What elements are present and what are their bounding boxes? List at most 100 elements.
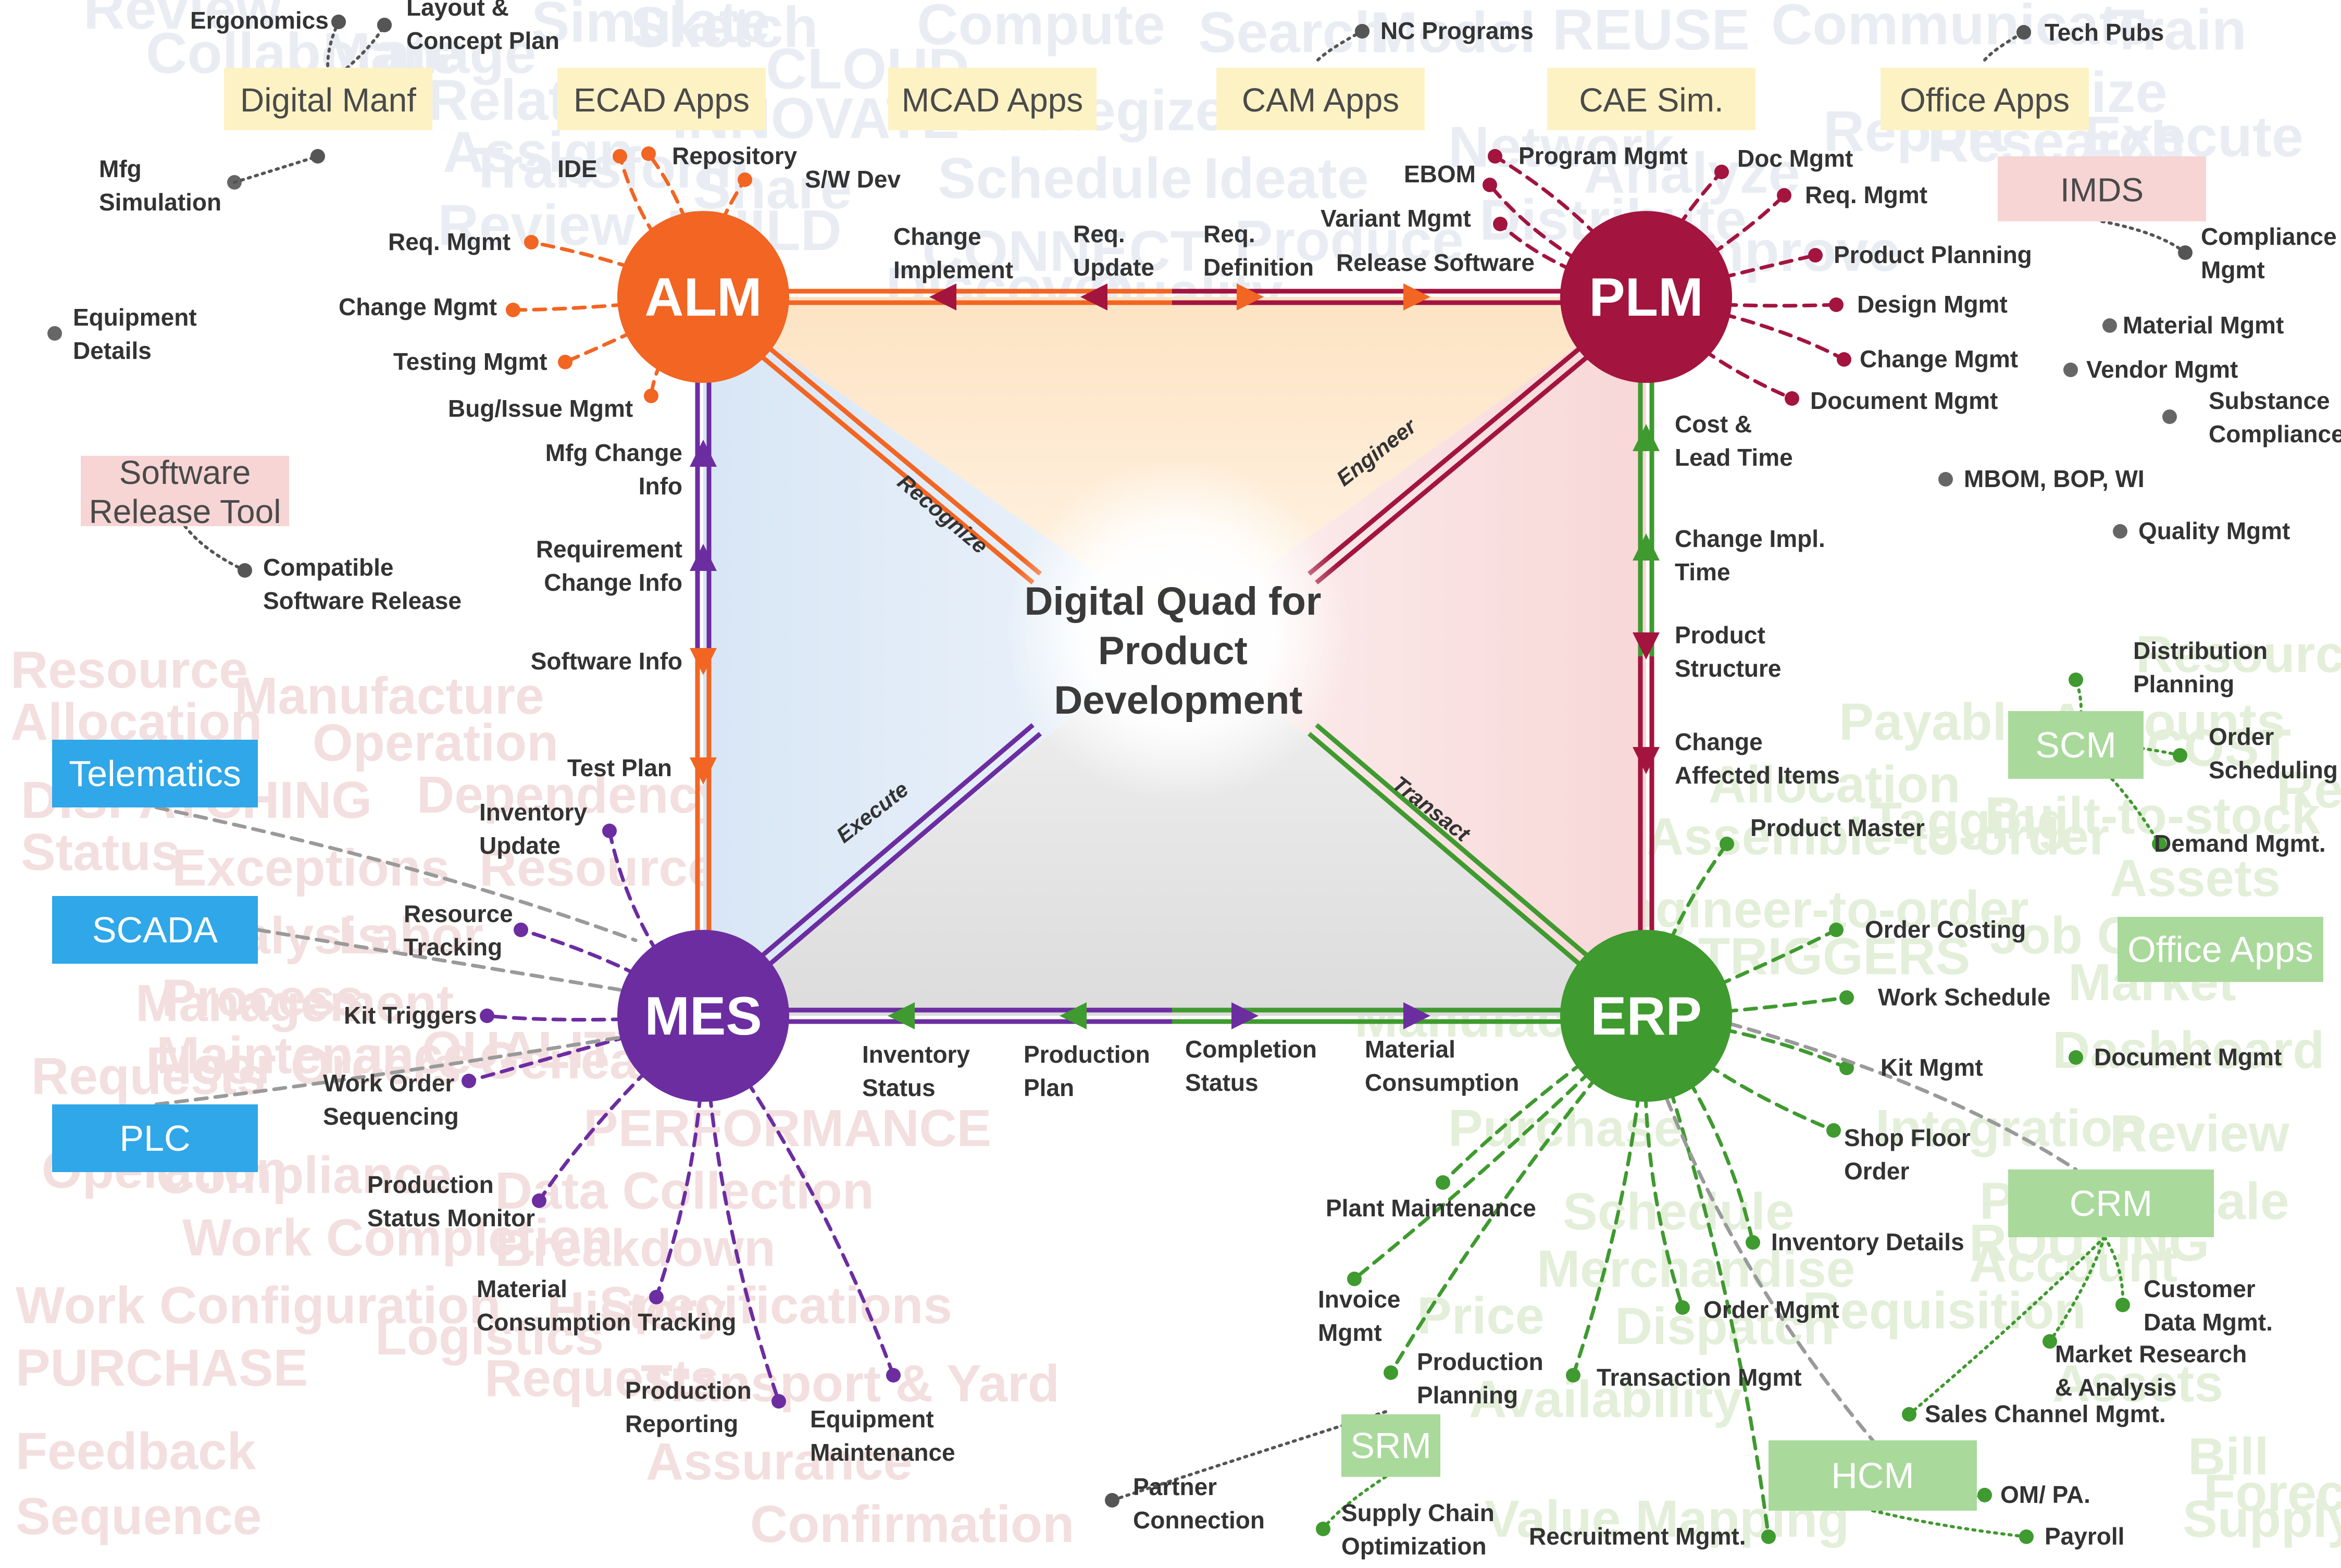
connector-line [1871, 1509, 2028, 1538]
node-dot-icon [331, 15, 346, 29]
telematics-box[interactable]: Telematics [52, 740, 258, 807]
flow-arrow-icon [1060, 1002, 1087, 1029]
top-app-box[interactable]: ECAD Apps [557, 68, 766, 130]
node-dot-icon [1488, 149, 1502, 164]
quad-connectors [690, 283, 1660, 1029]
office-apps-box-label: Office Apps [2127, 929, 2313, 970]
top-app-box[interactable]: Digital Manf [224, 68, 432, 130]
node-dot-icon [2152, 837, 2166, 851]
background-word: Operation [313, 714, 558, 772]
node-dot-icon [1675, 1300, 1690, 1315]
crm-box[interactable]: CRM [2008, 1169, 2214, 1237]
top-app-box[interactable]: MCAD Apps [888, 68, 1097, 130]
erp-node-label: Order Costing [1865, 916, 2026, 943]
scm-box[interactable]: SCM [2008, 711, 2144, 779]
background-word: Confirmation [750, 1495, 1074, 1553]
top-app-box-label: CAM Apps [1242, 81, 1399, 119]
node-dot-icon [462, 1074, 476, 1088]
connector-line [154, 805, 638, 942]
office-apps-box[interactable]: Office Apps [2118, 917, 2323, 982]
node-dot-icon [2019, 1529, 2034, 1544]
node-dot-icon [1785, 391, 1799, 406]
top-link-label: NC Programs [1380, 17, 1534, 44]
node-dot-icon [2178, 245, 2193, 260]
node-dot-icon [1316, 1522, 1330, 1536]
background-word: Work Completion [182, 1209, 613, 1267]
background-word: Schedule [1563, 1183, 1795, 1241]
connector-line [1644, 1014, 1755, 1245]
crm-item-label: Market Research& Analysis [2055, 1340, 2247, 1401]
background-word: Account [1969, 1235, 2177, 1293]
node-dot-icon [649, 1290, 664, 1304]
plm-node-label: Program Mgmt [1518, 142, 1688, 169]
hub-plm[interactable]: PLM [1560, 211, 1732, 383]
erp-node-label: Kit Mgmt [1881, 1054, 1983, 1081]
background-word: Sketch [630, 0, 818, 59]
background-word: Integration [1875, 1099, 2145, 1158]
connector-line [2103, 1236, 2125, 1306]
node-dot-icon [2016, 25, 2031, 40]
hcm-box[interactable]: HCM [1769, 1440, 1977, 1511]
srm-box[interactable]: SRM [1341, 1414, 1440, 1477]
plm-node-label: Doc Mgmt [1737, 145, 1853, 172]
top-app-box[interactable]: CAE Sim. [1547, 68, 1755, 130]
alm-node-label: Change Mgmt [339, 293, 497, 320]
alm-node-label: IDE [557, 155, 597, 182]
background-word: Transport & Yard [641, 1354, 1060, 1413]
node-dot-icon [1808, 248, 1823, 263]
background-word: Requests [484, 1349, 719, 1408]
scada-box[interactable]: SCADA [52, 896, 258, 964]
background-word: Feedback [16, 1422, 256, 1480]
top-link-label: Tech Pubs [2045, 19, 2164, 46]
plm-node-label: Product Planning [1834, 241, 2032, 268]
system-boxes: Digital Manf ECAD Apps MCAD Apps CAM Apps CA… [52, 68, 2323, 1511]
node-dot-icon [1566, 1368, 1580, 1383]
imds-box[interactable]: IMDS [1998, 156, 2206, 221]
connector-line [485, 1014, 705, 1022]
node-dot-icon [1714, 165, 1729, 179]
hub-erp[interactable]: ERP [1560, 930, 1732, 1102]
node-dot-icon [738, 172, 752, 187]
node-dot-icon [1355, 24, 1369, 39]
alm-plm-flow-label: Req.Definition [1203, 220, 1314, 281]
hub-alm[interactable]: ALM [617, 211, 789, 383]
top-app-box[interactable]: Office Apps [1881, 68, 2089, 130]
srm-box-label: SRM [1350, 1425, 1431, 1466]
standalone-node-label: Vendor Mgmt [2086, 356, 2238, 383]
flow-arrow-icon [1403, 283, 1430, 310]
top-app-box[interactable]: CAM Apps [1216, 68, 1425, 130]
center-glow [1006, 458, 1350, 802]
top-app-box-label: CAE Sim. [1579, 81, 1723, 119]
crm-item-label: Sales Channel Mgmt. [1925, 1400, 2166, 1427]
flow-arrow-icon [888, 1002, 915, 1029]
alm-node-label: Bug/Issue Mgmt [448, 395, 633, 422]
node-dot-icon [2063, 363, 2078, 377]
alm-node-label: Req. Mgmt [388, 228, 510, 255]
node-dot-icon [1839, 1061, 1854, 1075]
node-dot-icon [1436, 1175, 1450, 1190]
node-dot-icon [558, 355, 572, 369]
hub-mes[interactable]: MES [617, 930, 789, 1102]
connector-line [1644, 928, 1838, 1018]
node-dot-icon [532, 1193, 546, 1208]
connector-line [1908, 1236, 2106, 1416]
plm-node-label: Req. Mgmt [1805, 181, 1927, 208]
crm-box-label: CRM [2070, 1183, 2152, 1224]
alm-mes-flow-label: Test Plan [567, 754, 672, 781]
node-dot-icon [771, 1394, 786, 1409]
hub-plm-label: PLM [1589, 267, 1703, 328]
erp-node-label: Plant Maintenance [1326, 1194, 1536, 1222]
plm-erp-flow-label: Change Impl.Time [1675, 525, 1825, 586]
background-word: Dashboard [2052, 1021, 2324, 1079]
plc-box[interactable]: PLC [52, 1104, 258, 1172]
